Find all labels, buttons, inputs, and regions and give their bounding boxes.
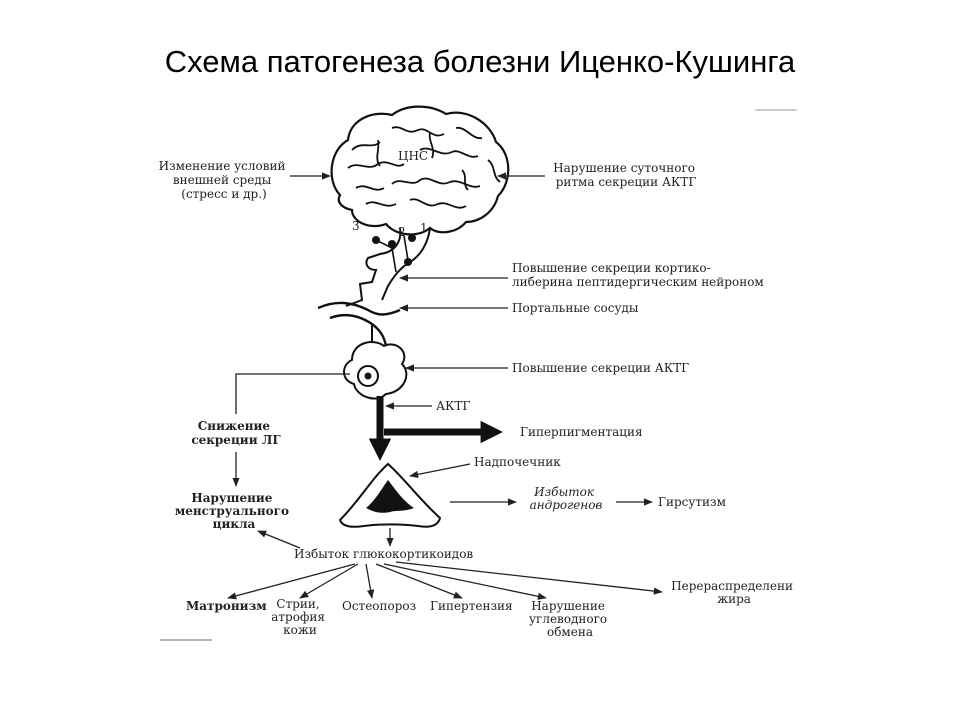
label-crh-secretion-line: Повышение секреции кортико- (512, 261, 711, 275)
label-striae-line: атрофия (271, 610, 325, 624)
portal-vessels (317, 301, 401, 348)
pituitary-cell (343, 341, 408, 400)
label-hirsutism: Гирсутизм (658, 495, 726, 509)
label-environment-change-line: внешней среды (173, 173, 272, 187)
label-num-2: 2 (398, 225, 406, 239)
label-menstrual-disorder-line: цикла (213, 517, 256, 531)
label-environment-change: Изменение условий внешней среды (стресс … (159, 159, 290, 201)
label-matronism: Матронизм (186, 599, 267, 613)
label-circadian-rhythm: Нарушение суточного ритма секреции АКТГ (553, 161, 699, 189)
label-fat-redistribution-line: Перераспределени (671, 579, 793, 593)
label-menstrual-disorder-line: менструального (175, 504, 289, 518)
label-num-1: 1 (420, 221, 428, 235)
label-menstrual-disorder: Нарушение менструального цикла (175, 491, 293, 531)
label-striae: Стрии, атрофия кожи (271, 597, 329, 637)
label-striae-line: Стрии, (276, 597, 319, 611)
label-acth-increase: Повышение секреции АКТГ (512, 361, 689, 375)
slide-title: Схема патогенеза болезни Иценко-Кушинга (164, 44, 796, 79)
label-androgen-excess: Избыток андрогенов (530, 485, 603, 512)
label-hyperpigmentation: Гиперпигментация (520, 425, 643, 439)
neuron-dot (372, 236, 380, 244)
label-lh-decrease-line: секреции ЛГ (191, 433, 281, 447)
label-lh-decrease: Снижение секреции ЛГ (191, 419, 281, 447)
label-adrenal: Надпочечник (474, 455, 561, 469)
label-osteoporosis: Остеопороз (342, 599, 416, 613)
label-glucocorticoid-excess: Избыток глюкокортикоидов (294, 547, 473, 561)
neuron-dot (404, 258, 412, 266)
label-fat-redistribution: Перераспределени жира (671, 579, 797, 606)
label-crh-secretion-line: либерина пептидергическим нейроном (512, 275, 764, 289)
neuron-dot (408, 234, 416, 242)
label-environment-change-line: Изменение условий (159, 159, 286, 173)
label-lh-decrease-line: Снижение (198, 419, 271, 433)
label-acth: АКТГ (436, 399, 470, 413)
adrenal-gland (338, 462, 442, 528)
label-portal-vessels: Портальные сосуды (512, 301, 639, 315)
neuron-dot (388, 240, 396, 248)
arrows (227, 172, 663, 600)
label-carb-metabolism-line: Нарушение (531, 599, 605, 613)
label-circadian-rhythm-line: Нарушение суточного (553, 161, 695, 175)
label-fat-redistribution-line: жира (717, 592, 751, 606)
label-environment-change-line: (стресс и др.) (181, 187, 266, 201)
label-androgen-excess-line: андрогенов (530, 498, 603, 512)
brain-illustration (330, 105, 510, 307)
label-carb-metabolism-line: углеводного (529, 612, 607, 626)
label-carb-metabolism: Нарушение углеводного обмена (529, 599, 611, 639)
label-androgen-excess-line: Избыток (533, 485, 595, 499)
label-carb-metabolism-line: обмена (547, 625, 593, 639)
label-cns: ЦНС (398, 149, 428, 163)
label-num-3: 3 (352, 219, 360, 233)
label-circadian-rhythm-line: ритма секреции АКТГ (556, 175, 697, 189)
label-hypertension: Гипертензия (430, 599, 513, 613)
label-striae-line: кожи (283, 623, 317, 637)
label-crh-secretion: Повышение секреции кортико- либерина пеп… (512, 261, 764, 289)
label-menstrual-disorder-line: Нарушение (191, 491, 272, 505)
